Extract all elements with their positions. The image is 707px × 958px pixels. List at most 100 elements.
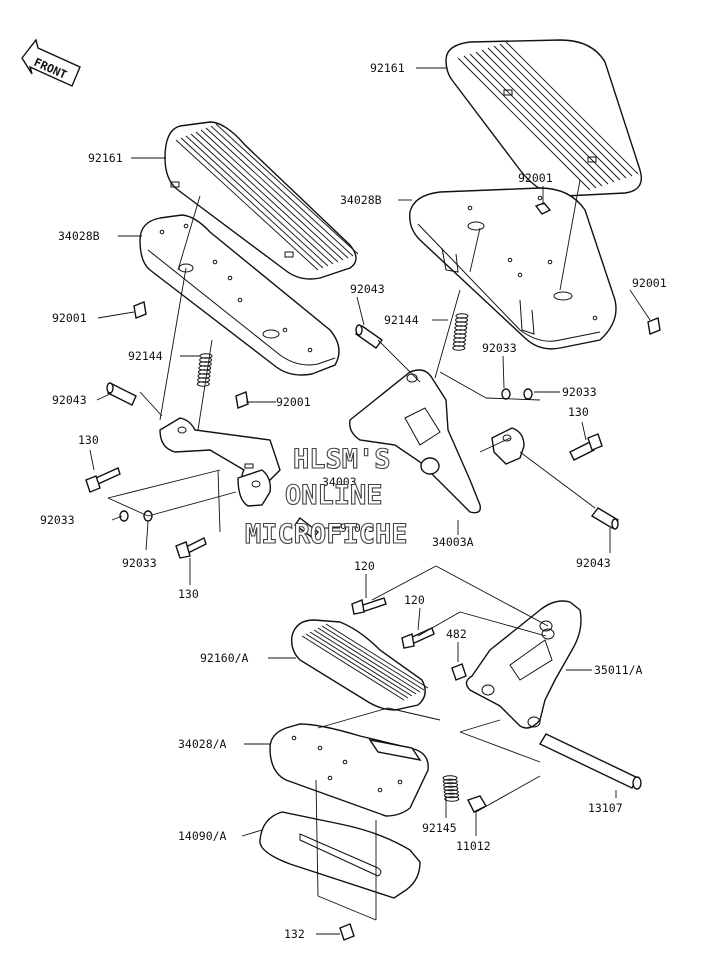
pin-92043-mid xyxy=(294,516,320,539)
rib-line xyxy=(505,41,639,175)
rib-line xyxy=(175,139,319,271)
label-92043-mid: 92043 xyxy=(340,521,375,535)
leader-lines xyxy=(89,67,651,935)
label-92144-right: 92144 xyxy=(384,313,419,327)
bolt-120-b xyxy=(401,627,435,649)
rib-line xyxy=(309,631,413,697)
label-92161-left: 92161 xyxy=(88,151,123,165)
rib-line xyxy=(469,53,603,187)
spring-coil xyxy=(196,381,210,387)
pin-13107 xyxy=(539,733,642,790)
watermark: HLSM'S ONLINE MICROFICHE xyxy=(244,443,408,550)
rubber-pad-right-part xyxy=(445,39,643,197)
spring-coil xyxy=(443,785,459,792)
label-92001-right-a: 92001 xyxy=(518,171,553,185)
bracket-35011A-part xyxy=(465,600,582,729)
spring-coil xyxy=(444,796,460,802)
bolt-130-left-lower xyxy=(175,537,207,559)
bolt-120-a xyxy=(351,597,387,615)
rib-line xyxy=(205,127,349,259)
washer-92033-set xyxy=(119,388,533,522)
rib-line xyxy=(301,635,405,701)
rib-line xyxy=(190,133,334,265)
label-92033-la: 92033 xyxy=(40,513,75,527)
rib-line xyxy=(305,633,409,699)
label-34028B-right: 34028B xyxy=(340,193,382,207)
label-13107: 13107 xyxy=(588,801,623,815)
nut-11012-part xyxy=(467,795,487,813)
rib-line xyxy=(499,43,633,177)
label-14090A: 14090/A xyxy=(178,829,227,843)
rib-line xyxy=(487,47,621,181)
label-92001-left-a: 92001 xyxy=(52,311,87,325)
rib-line xyxy=(457,57,591,191)
bolt-92001-right xyxy=(647,317,661,335)
floorboard-34028A-part xyxy=(269,723,429,817)
label-92033-lb: 92033 xyxy=(122,556,157,570)
label-92033-rb: 92033 xyxy=(562,385,597,399)
spring-92144-left xyxy=(196,353,213,387)
label-132: 132 xyxy=(284,927,305,941)
pin-92043-left xyxy=(106,382,137,406)
label-92160A: 92160/A xyxy=(200,651,249,665)
rib-line xyxy=(200,129,344,261)
label-34028A: 34028/A xyxy=(178,737,227,751)
spring-coil xyxy=(443,782,459,788)
spring-coil xyxy=(452,345,466,351)
label-120-b: 120 xyxy=(404,593,425,607)
bracket-left-part xyxy=(159,417,281,507)
label-34028B-left: 34028B xyxy=(58,229,100,243)
floorboard-left-part xyxy=(139,214,340,376)
spring-coil xyxy=(444,792,459,799)
label-11012: 11012 xyxy=(456,839,491,853)
nut-92001-right-upper xyxy=(534,202,552,215)
rib-line xyxy=(313,629,417,695)
label-92145: 92145 xyxy=(422,821,457,835)
rib-line xyxy=(493,45,627,179)
label-482: 482 xyxy=(446,627,467,641)
rib-line xyxy=(321,625,425,691)
clip-482-part xyxy=(451,663,467,681)
label-92043-right: 92043 xyxy=(576,556,611,570)
nut-132-part xyxy=(339,923,355,941)
spring-coil xyxy=(442,778,458,785)
label-92001-left-b: 92001 xyxy=(276,395,311,409)
bolt-92001-left-upper xyxy=(133,301,147,319)
spring-coil xyxy=(442,775,458,781)
label-92144-left: 92144 xyxy=(128,349,163,363)
spring-92145 xyxy=(442,775,460,802)
rib-line xyxy=(463,55,597,189)
label-34003: 34003 xyxy=(322,475,357,489)
bolt-92001-left-lower xyxy=(235,391,249,409)
label-92043-left: 92043 xyxy=(52,393,87,407)
rubber-pad-92160A-part xyxy=(290,619,429,711)
rib-line xyxy=(195,131,339,263)
bracket-right-part xyxy=(349,369,525,514)
floorboard-right-part xyxy=(409,187,617,350)
label-92001-right-b: 92001 xyxy=(632,276,667,290)
label-120-a: 120 xyxy=(354,559,375,573)
bolt-130-right xyxy=(569,433,603,461)
rib-line xyxy=(481,49,615,183)
plate-14090A-part xyxy=(259,811,421,899)
label-130-r: 130 xyxy=(568,405,589,419)
label-35011A: 35011/A xyxy=(594,663,643,677)
spring-coil xyxy=(443,789,459,795)
rib-line xyxy=(210,125,354,257)
watermark-line-1: HLSM'S xyxy=(293,444,391,475)
watermark-line-3: MICROFICHE xyxy=(245,519,408,550)
label-130-lb: 130 xyxy=(178,587,199,601)
bolt-130-left-upper xyxy=(85,467,121,493)
rubber-pad-left-part xyxy=(164,121,359,280)
pin-92043-right xyxy=(590,507,620,530)
front-arrow-icon: FRONT xyxy=(21,38,81,87)
label-34003A: 34003A xyxy=(432,535,474,549)
part-labels: 92161 92161 92001 34028B 34028B 92001 92… xyxy=(40,61,667,941)
spring-92144-right xyxy=(452,313,469,351)
watermark-line-2: ONLINE xyxy=(285,480,383,511)
rib-line xyxy=(215,123,359,255)
rib-line xyxy=(325,623,429,689)
rib-line xyxy=(185,135,329,267)
rib-line xyxy=(475,51,609,185)
